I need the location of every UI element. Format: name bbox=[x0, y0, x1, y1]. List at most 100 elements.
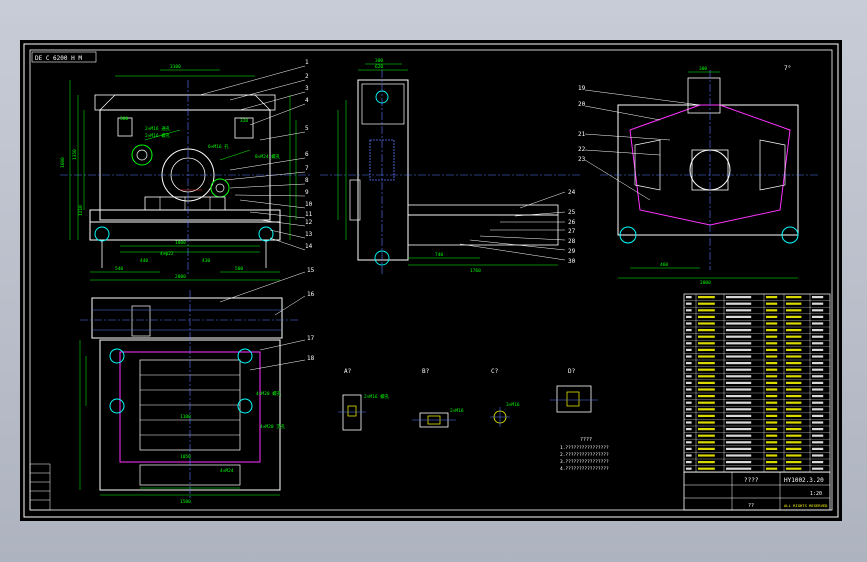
balloon-11: 11 bbox=[305, 211, 313, 218]
parts-cell-mark bbox=[698, 401, 715, 404]
parts-cell-mark bbox=[766, 368, 778, 371]
parts-cell-mark bbox=[698, 335, 715, 338]
parts-cell-mark bbox=[698, 362, 715, 365]
parts-cell-mark bbox=[812, 302, 824, 305]
parts-cell-mark bbox=[766, 302, 778, 305]
dim-text: 3100 bbox=[170, 64, 181, 70]
parts-cell-mark bbox=[786, 408, 802, 411]
parts-cell-mark bbox=[698, 381, 715, 384]
balloon-4: 4 bbox=[305, 97, 309, 104]
parts-cell-mark bbox=[726, 368, 752, 371]
section-c-note: 3×M16 bbox=[506, 402, 520, 408]
dim-text: 1760 bbox=[470, 268, 481, 274]
tech-requirements: ???? 1.???????????????? 2.??????????????… bbox=[560, 437, 609, 472]
parts-cell-mark bbox=[766, 329, 778, 332]
parts-cell-mark bbox=[786, 348, 802, 351]
parts-cell-mark bbox=[726, 322, 752, 325]
tech-req-line-4: 4.???????????????? bbox=[560, 466, 609, 472]
parts-cell-mark bbox=[726, 296, 752, 299]
parts-cell-mark bbox=[726, 401, 752, 404]
balloon-29: 29 bbox=[568, 248, 576, 255]
parts-cell-mark bbox=[812, 362, 824, 365]
parts-cell-mark bbox=[786, 296, 802, 299]
parts-cell-mark bbox=[766, 375, 778, 378]
parts-cell-mark bbox=[726, 408, 752, 411]
dim-text: 430 bbox=[202, 258, 210, 264]
balloon-2: 2 bbox=[305, 73, 309, 80]
balloon-14: 14 bbox=[305, 243, 313, 250]
parts-cell-mark bbox=[698, 309, 715, 312]
balloon-20: 20 bbox=[578, 101, 586, 108]
parts-cell-mark bbox=[698, 368, 715, 371]
balloon-5: 5 bbox=[305, 125, 309, 132]
parts-cell-mark bbox=[812, 355, 824, 358]
side-view: 24 25 26 27 28 29 30 620 300 1760 740 bbox=[320, 58, 580, 275]
parts-cell-mark bbox=[786, 447, 802, 450]
parts-cell-mark bbox=[698, 434, 715, 437]
parts-cell-mark bbox=[786, 335, 802, 338]
parts-cell-mark bbox=[812, 401, 824, 404]
parts-cell-mark bbox=[812, 428, 824, 431]
parts-cell-mark bbox=[786, 322, 802, 325]
parts-cell-mark bbox=[686, 362, 692, 365]
parts-cell-mark bbox=[726, 454, 752, 457]
parts-cell-mark bbox=[726, 302, 752, 305]
balloon-8: 8 bbox=[305, 177, 309, 184]
parts-cell-mark bbox=[786, 388, 802, 391]
balloon-7: 7 bbox=[305, 165, 309, 172]
cad-drawing: DE C 6200 H M bbox=[23, 43, 839, 518]
section-c-label: C? bbox=[491, 368, 499, 375]
parts-cell-mark bbox=[786, 302, 802, 305]
parts-cell-mark bbox=[766, 408, 778, 411]
parts-cell-mark bbox=[766, 362, 778, 365]
parts-cell-mark bbox=[812, 441, 824, 444]
parts-cell-mark bbox=[686, 467, 692, 470]
parts-cell-mark bbox=[766, 395, 778, 398]
parts-cell-mark bbox=[766, 401, 778, 404]
balloon-1: 1 bbox=[305, 59, 309, 66]
dim-text: 1500 bbox=[180, 499, 191, 505]
parts-cell-mark bbox=[686, 381, 692, 384]
parts-cell-mark bbox=[766, 315, 778, 318]
parts-cell-mark bbox=[726, 329, 752, 332]
parts-cell-mark bbox=[786, 461, 802, 464]
parts-cell-mark bbox=[812, 447, 824, 450]
parts-cell-mark bbox=[812, 421, 824, 424]
parts-cell-mark bbox=[766, 461, 778, 464]
parts-cell-mark bbox=[726, 315, 752, 318]
note-text: 4×M24 bbox=[220, 468, 234, 474]
section-b-label: B? bbox=[422, 368, 430, 375]
dim-text: 1210 bbox=[78, 205, 84, 216]
parts-cell-mark bbox=[786, 368, 802, 371]
parts-cell-mark bbox=[686, 421, 692, 424]
parts-cell-mark bbox=[698, 329, 715, 332]
parts-cell-mark bbox=[686, 454, 692, 457]
parts-cell-mark bbox=[726, 414, 752, 417]
parts-cell-mark bbox=[726, 447, 752, 450]
tech-req-line-1: 1.???????????????? bbox=[560, 445, 609, 451]
balloon-23: 23 bbox=[578, 156, 586, 163]
parts-cell-mark bbox=[686, 395, 692, 398]
parts-cell-mark bbox=[786, 309, 802, 312]
parts-cell-mark bbox=[812, 309, 824, 312]
balloon-22: 22 bbox=[578, 146, 586, 153]
balloon-18: 18 bbox=[307, 355, 315, 362]
parts-cell-mark bbox=[686, 309, 692, 312]
parts-cell-mark bbox=[726, 362, 752, 365]
parts-cell-mark bbox=[766, 381, 778, 384]
parts-cell-mark bbox=[726, 467, 752, 470]
parts-cell-mark bbox=[686, 348, 692, 351]
dim-text: 2000 bbox=[175, 274, 186, 280]
parts-cell-mark bbox=[766, 414, 778, 417]
parts-cell-mark bbox=[686, 434, 692, 437]
parts-cell-mark bbox=[812, 342, 824, 345]
parts-cell-mark bbox=[812, 296, 824, 299]
parts-cell-mark bbox=[766, 447, 778, 450]
parts-cell-mark bbox=[726, 388, 752, 391]
right-view: 19 20 21 22 23 300 2000 460 7° bbox=[578, 65, 820, 286]
section-a-note: 2×M16 螺孔 bbox=[364, 393, 390, 400]
parts-cell-mark bbox=[726, 395, 752, 398]
parts-cell-mark bbox=[698, 322, 715, 325]
parts-cell-mark bbox=[698, 302, 715, 305]
parts-cell-mark bbox=[786, 355, 802, 358]
